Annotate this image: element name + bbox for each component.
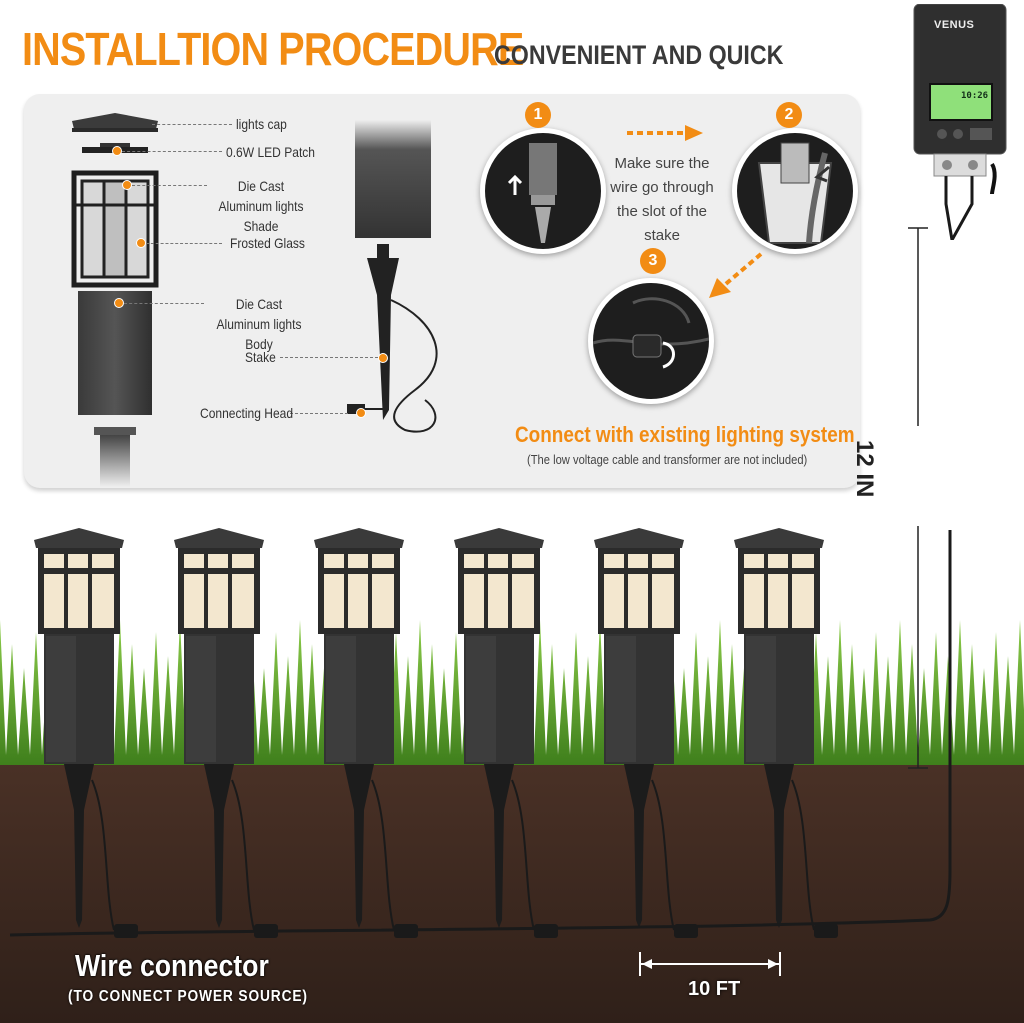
pointer-dot [136,238,146,248]
path-light-fixture [454,528,558,938]
page-title: INSTALLTION PROCEDURE [22,23,524,75]
brand-logo: VENUS [934,19,975,31]
height-dimension [908,227,928,769]
step-3-illustration [588,278,714,404]
soil [0,760,1024,1023]
path-light-fixture [174,528,278,938]
transformer-illustration [913,4,1007,240]
rotate-arrow-icon [662,341,675,369]
pointer-dot [378,353,388,363]
part-label-frosted-glass: Frosted Glass [230,235,305,251]
arrow-right-icon [627,125,703,141]
arrow-icon [814,165,830,183]
pointer-dot [356,408,366,418]
lawn-scene [0,528,1024,1023]
path-light-fixture [34,528,138,938]
leader-line [124,303,204,304]
step-1-badge: 1 [525,102,551,128]
main-wire [9,530,952,937]
step-1-illustration [480,128,606,254]
part-label-stake: Stake [245,349,276,365]
arrow-up-icon [507,174,523,195]
step-2-illustration [732,128,858,254]
leader-line [280,357,378,358]
part-label-connecting-head: Connecting Head [200,405,294,421]
height-label: 12 IN [851,440,878,498]
path-light-fixture [594,528,698,938]
pointer-dot [112,146,122,156]
leader-line [122,151,222,152]
part-label-lights-cap: lights cap [236,116,287,132]
spacing-label: 10 FT [688,978,741,1000]
timer-display [929,83,993,121]
wire-connector-sublabel: (TO CONNECT POWER SOURCE) [68,988,308,1005]
step-instruction: Make sure the wire go through the slot o… [610,155,714,244]
timer-time: 10:26 [961,91,989,101]
leader-line [146,243,222,244]
step-2-badge: 2 [776,102,802,128]
leader-line [152,124,232,125]
part-label-body: Die Cast Aluminum lights Body [216,296,302,352]
pointer-dot [122,180,132,190]
stake-illustration [347,120,438,433]
leader-line [132,185,207,186]
step-3-badge: 3 [640,248,666,274]
exploded-fixture-illustration [71,113,159,487]
pointer-dot [114,298,124,308]
connect-title: Connect with existing lighting system [515,422,855,447]
part-label-shade: Die Cast Aluminum lights Shade [218,178,304,234]
leader-line [290,413,348,414]
connect-note: (The low voltage cable and transformer a… [527,452,808,467]
page-subtitle: CONVENIENT AND QUICK [494,40,784,70]
path-light-fixture [734,528,838,938]
path-light-fixture [314,528,418,938]
part-label-led-patch: 0.6W LED Patch [226,144,316,160]
arrow-down-left-icon [709,252,763,298]
fixture-row [34,528,838,938]
wire-connector-label: Wire connector [75,948,269,983]
